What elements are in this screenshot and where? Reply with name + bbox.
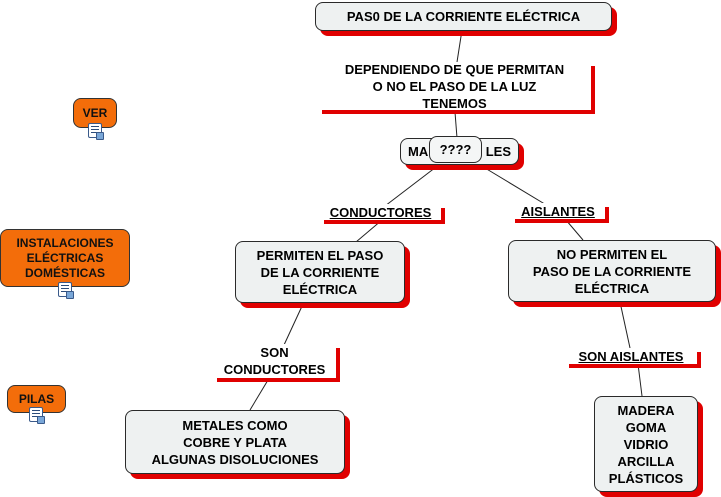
link-aislantes[interactable]: AISLANTES	[511, 203, 605, 219]
document-icon[interactable]	[88, 123, 104, 140]
link-conductores[interactable]: CONDUCTORES	[320, 204, 441, 220]
connector-materials-conductors	[384, 163, 441, 207]
document-icon[interactable]	[58, 282, 74, 299]
link-son-conductores[interactable]: SON CONDUCTORES	[213, 344, 336, 378]
connector-notallow-sonaislantes	[619, 301, 631, 349]
materiales-text-left: MA	[408, 144, 429, 159]
node-no-permiten-paso[interactable]: NO PERMITEN EL PASO DE LA CORRIENTE ELÉC…	[508, 240, 716, 302]
document-icon[interactable]	[29, 407, 45, 424]
connector-top-depending	[456, 29, 463, 63]
side-node-instalaciones[interactable]: INSTALACIONES ELÉCTRICAS DOMÉSTICAS	[0, 229, 130, 287]
node-lista-aislantes[interactable]: MADERA GOMA VIDRIO ARCILLA PLÁSTICOS	[594, 396, 698, 492]
connector-depending-materials	[454, 111, 458, 139]
materiales-text-right: LES	[485, 144, 511, 159]
connector-sonaislantes-list	[637, 363, 643, 397]
connector-conductors-allow	[355, 219, 383, 243]
node-question[interactable]: ????	[429, 136, 482, 163]
connector-son-metals	[249, 379, 269, 411]
node-dependiendo[interactable]: DEPENDIENDO DE QUE PERMITAN O NO EL PASO…	[318, 62, 591, 111]
connector-allow-son	[283, 303, 304, 346]
link-son-aislantes[interactable]: SON AISLANTES	[565, 348, 697, 364]
connector-insulators-notallow	[565, 219, 584, 241]
node-metales[interactable]: METALES COMO COBRE Y PLATA ALGUNAS DISOL…	[125, 410, 345, 474]
node-permiten-paso[interactable]: PERMITEN EL PASO DE LA CORRIENTE ELÉCTRI…	[235, 241, 405, 303]
node-paso-corriente[interactable]: PAS0 DE LA CORRIENTE ELÉCTRICA	[315, 2, 612, 31]
connector-materials-insulators	[484, 167, 549, 207]
